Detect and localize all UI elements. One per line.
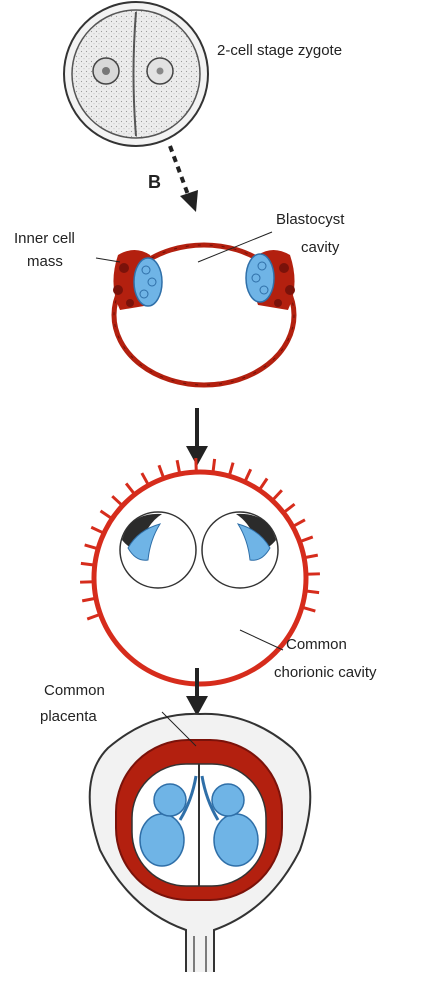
chorionic-villus xyxy=(126,483,135,494)
label-blastocyst-1: Blastocyst xyxy=(276,211,345,228)
chorionic-villus xyxy=(284,504,295,513)
chorionic-villus xyxy=(293,520,305,527)
chorionic-villus xyxy=(245,469,251,482)
chorionic-villus xyxy=(91,527,104,533)
uterus-with-twins xyxy=(90,712,311,972)
blastocyst xyxy=(96,232,295,385)
chorionic-villus xyxy=(272,490,282,500)
chorionic-villus xyxy=(81,563,95,565)
chorionic-villus xyxy=(229,463,233,476)
label-step-b: B xyxy=(148,172,161,192)
label-placenta-1: Common xyxy=(44,682,105,699)
chorionic-villus xyxy=(142,473,149,485)
label-zygote: 2-cell stage zygote xyxy=(217,42,342,59)
chorionic-villus xyxy=(305,591,319,593)
label-placenta-2: placenta xyxy=(40,708,97,725)
arrow-down-1 xyxy=(186,408,208,466)
label-inner-cell-mass-1: Inner cell xyxy=(14,230,75,247)
chorionic-villus xyxy=(101,511,113,519)
label-inner-cell-mass-2: mass xyxy=(27,253,63,270)
label-blastocyst-2: cavity xyxy=(301,239,340,256)
chorionic-villus xyxy=(87,614,100,619)
label-chorionic-2: chorionic cavity xyxy=(274,664,377,681)
amnion-right xyxy=(202,512,278,588)
chorionic-villus xyxy=(213,459,215,473)
amnion-left xyxy=(120,512,196,588)
label-chorionic-1: Common xyxy=(286,636,347,653)
chorionic-sac xyxy=(80,458,320,684)
chorionic-villus xyxy=(85,545,98,549)
chorionic-villus xyxy=(302,607,315,611)
two-cell-zygote xyxy=(64,2,208,146)
chorionic-villus xyxy=(112,496,122,506)
dashed-arrow-b xyxy=(170,146,198,212)
chorionic-villus xyxy=(159,465,164,478)
chorionic-villus xyxy=(300,537,313,542)
chorionic-villus xyxy=(259,479,267,491)
